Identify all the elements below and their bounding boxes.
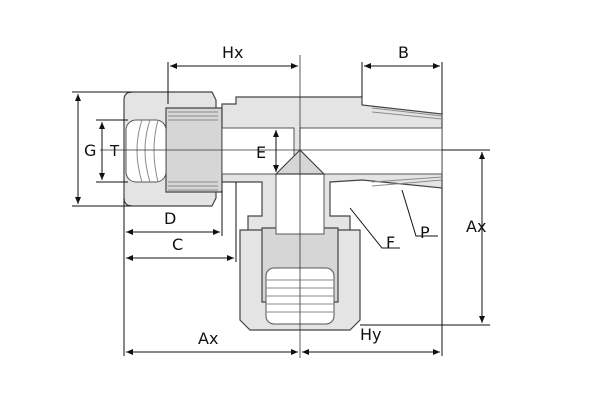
label-hy: Hy — [360, 325, 382, 344]
f-leader — [349, 207, 400, 249]
label-ax-right: Ax — [466, 217, 486, 236]
label-f: F — [386, 233, 395, 252]
label-e: E — [256, 143, 266, 162]
left-bore — [221, 127, 295, 175]
p-leader — [401, 189, 438, 237]
left-threads — [168, 111, 218, 191]
center-lines — [100, 55, 490, 358]
label-ax-bottom: Ax — [198, 329, 218, 348]
label-b: B — [398, 43, 409, 62]
right-bore — [299, 127, 443, 175]
label-g: G — [84, 141, 96, 160]
label-t: T — [109, 142, 120, 160]
label-p: P — [420, 223, 430, 242]
dimensions: Hx B G T E D C F P — [72, 43, 490, 356]
right-pipe-threads — [371, 107, 443, 187]
left-tube-contour — [136, 119, 159, 183]
left-tube-end — [125, 119, 167, 183]
label-hx: Hx — [222, 43, 244, 62]
label-c: C — [172, 235, 183, 254]
label-d: D — [164, 209, 176, 228]
